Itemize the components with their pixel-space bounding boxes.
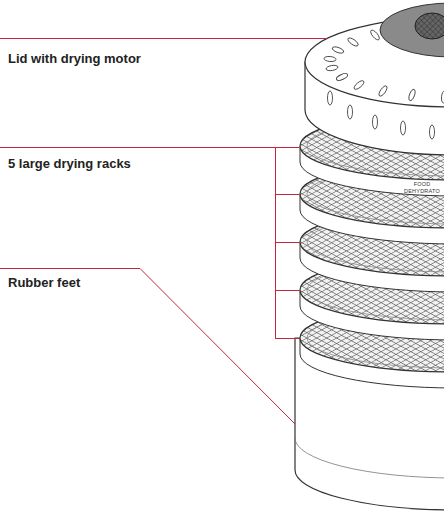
leader-lines <box>0 39 327 425</box>
vent-slot <box>353 79 365 91</box>
vent-slot <box>347 37 360 48</box>
leader-line <box>0 38 327 39</box>
vent-slot <box>336 72 349 82</box>
vent-slot <box>408 89 417 102</box>
vent-slot <box>328 91 333 105</box>
vent-slot <box>348 105 353 119</box>
vent-slot <box>326 64 339 71</box>
bracket-ticks <box>275 148 299 339</box>
vent-slot <box>369 29 381 41</box>
vent-slot <box>441 91 444 103</box>
leader-line <box>0 269 295 425</box>
leader-bracket <box>0 148 276 339</box>
vent-slot <box>378 85 389 98</box>
part-label: Rubber feet <box>8 275 80 291</box>
motor-cap <box>380 3 444 57</box>
motor-vent <box>415 13 444 39</box>
part-label: Lid with drying motor <box>8 51 141 67</box>
vent-slot <box>373 115 378 129</box>
product-print: FOOD DEHYDRATO <box>404 181 440 195</box>
vent-slot <box>324 56 336 62</box>
vent-slot <box>430 125 435 139</box>
vent-slot <box>332 46 345 55</box>
part-label: 5 large drying racks <box>8 156 131 172</box>
base-edge <box>295 438 444 478</box>
vent-slot <box>401 121 406 135</box>
